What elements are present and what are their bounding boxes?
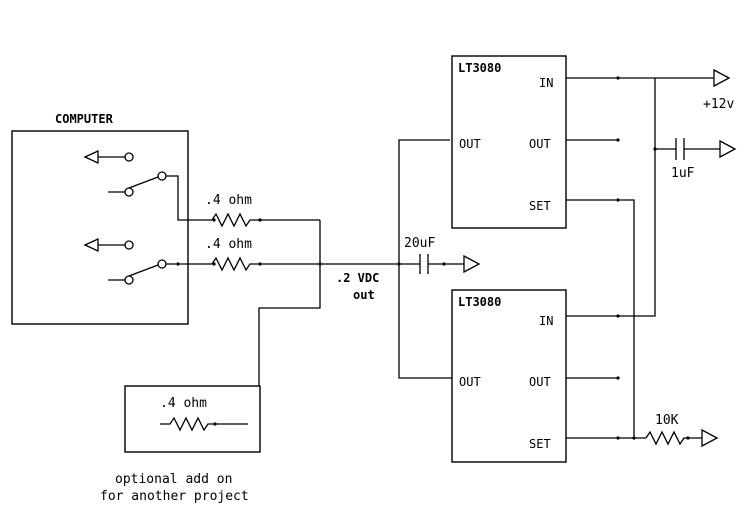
resistor-r1: .4 ohm bbox=[205, 193, 320, 228]
addon-block: .4 ohm optional add on for another proje… bbox=[100, 385, 261, 504]
junction-dot bbox=[397, 262, 401, 266]
computer-block: COMPUTER bbox=[11, 112, 212, 325]
switch-blade bbox=[128, 176, 159, 189]
computer-box bbox=[11, 130, 189, 325]
junction-dot bbox=[213, 422, 217, 426]
junction-dot bbox=[176, 262, 180, 266]
switch-contact bbox=[124, 187, 134, 197]
junction-dot bbox=[632, 436, 636, 440]
arrow-right-icon bbox=[701, 428, 719, 448]
output-capacitor: 20uF .2 VDC out bbox=[336, 236, 481, 302]
arrow-left-icon bbox=[83, 149, 125, 165]
regulator-1: LT3080 IN OUT OUT SET bbox=[451, 55, 567, 229]
resistor-icon bbox=[160, 416, 248, 432]
arrow-right-icon bbox=[463, 254, 481, 274]
regulator-1-pin-out-right: OUT bbox=[529, 137, 551, 151]
switch-contact bbox=[124, 275, 134, 285]
arrow-left-icon bbox=[83, 237, 125, 253]
wire bbox=[166, 175, 212, 221]
junction-dot bbox=[616, 198, 620, 202]
arrow-right-icon bbox=[713, 68, 731, 88]
regulator-2-pin-out-right: OUT bbox=[529, 375, 551, 389]
resistor-10k: 10K bbox=[645, 413, 719, 448]
regulator-2-pin-out-left: OUT bbox=[459, 375, 481, 389]
junction-dot bbox=[616, 138, 620, 142]
regulator-1-name: LT3080 bbox=[458, 61, 501, 75]
regulator-2-pin-in: IN bbox=[539, 314, 553, 328]
junction-dot bbox=[212, 262, 216, 266]
junction-dot bbox=[616, 376, 620, 380]
set-wire bbox=[566, 199, 635, 438]
addon-box bbox=[124, 385, 261, 453]
resistor-icon bbox=[645, 430, 702, 446]
junction-dot bbox=[258, 218, 262, 222]
supply-wire bbox=[566, 78, 656, 317]
regulator-1-box bbox=[451, 55, 567, 229]
capacitor-20uf-label: 20uF bbox=[404, 236, 435, 251]
capacitor-icon bbox=[412, 254, 464, 274]
addon-note-line2: for another project bbox=[100, 489, 249, 504]
computer-title: COMPUTER bbox=[55, 112, 114, 126]
junction-dot bbox=[318, 262, 322, 266]
capacitor-1uf-label: 1uF bbox=[671, 166, 695, 181]
regulator-2-name: LT3080 bbox=[458, 295, 501, 309]
out-bus-wire bbox=[398, 139, 452, 379]
junction-dot bbox=[616, 76, 620, 80]
output-label-line2: out bbox=[353, 288, 375, 302]
regulator-2: LT3080 IN OUT OUT SET bbox=[451, 289, 567, 463]
resistor-10k-label: 10K bbox=[655, 413, 679, 428]
arrow-right-icon bbox=[719, 139, 737, 159]
regulator-1-pin-in: IN bbox=[539, 76, 553, 90]
addon-resistor-label: .4 ohm bbox=[160, 396, 207, 411]
regulator-1-pin-set: SET bbox=[529, 199, 551, 213]
junction-dot bbox=[442, 262, 446, 266]
switch-blade bbox=[128, 264, 159, 277]
resistor-r1-label: .4 ohm bbox=[205, 193, 252, 208]
switch-contact bbox=[124, 240, 134, 250]
junction-dot bbox=[616, 436, 620, 440]
regulator-2-box bbox=[451, 289, 567, 463]
addon-note-line1: optional add on bbox=[115, 472, 232, 487]
resistor-r2: .4 ohm bbox=[205, 237, 412, 272]
switch-contact bbox=[124, 152, 134, 162]
junction-dot bbox=[212, 218, 216, 222]
regulator-2-pin-set: SET bbox=[529, 437, 551, 451]
output-label-line1: .2 VDC bbox=[336, 271, 379, 285]
junction-dot bbox=[653, 147, 657, 151]
resistor-icon bbox=[211, 256, 412, 272]
resistor-icon bbox=[211, 212, 320, 228]
junction-dot bbox=[616, 314, 620, 318]
junction-dot bbox=[258, 262, 262, 266]
resistor-r2-label: .4 ohm bbox=[205, 237, 252, 252]
junction-dot bbox=[686, 436, 690, 440]
switch-contact bbox=[157, 259, 167, 269]
regulator-1-pin-out-left: OUT bbox=[459, 137, 481, 151]
supply-label: +12v bbox=[703, 97, 734, 112]
input-capacitor: 1uF bbox=[653, 138, 737, 181]
switch-contact bbox=[157, 171, 167, 181]
capacitor-icon bbox=[655, 138, 720, 160]
